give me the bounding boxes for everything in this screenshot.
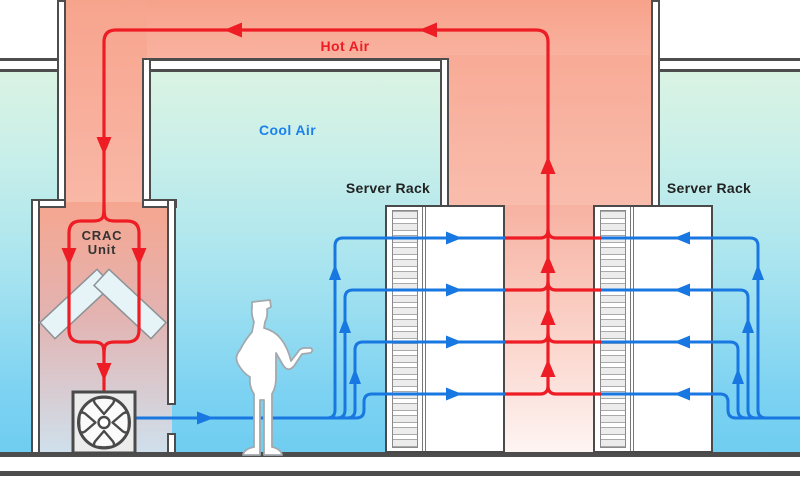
fan-icon xyxy=(71,390,137,455)
ceiling-left xyxy=(0,58,60,72)
cool-air-flow-arrows xyxy=(197,231,764,425)
server-rack-right xyxy=(593,205,713,453)
heat-exchanger-icon xyxy=(38,268,168,340)
server-rack-label-right: Server Rack xyxy=(666,180,752,196)
rack-vent-slots xyxy=(392,210,418,448)
person-silhouette xyxy=(235,299,314,456)
crac-unit-label-line1: CRAC xyxy=(81,228,123,243)
server-rack-left xyxy=(385,205,505,453)
floor-line-bottom xyxy=(0,471,800,476)
hot-air-flow-arrows xyxy=(61,22,556,381)
cool-air-label: Cool Air xyxy=(258,122,317,138)
crac-unit-label-line2: Unit xyxy=(87,242,117,257)
ceiling-right xyxy=(655,58,800,72)
server-rack-label-left: Server Rack xyxy=(345,180,431,196)
crac-shelf-right xyxy=(142,199,177,208)
rack-divider xyxy=(630,207,634,451)
crac-right-wall xyxy=(167,199,176,405)
ceiling-middle xyxy=(147,58,443,72)
crac-unit-label: CRAC Unit xyxy=(63,229,141,257)
hot-air-label: Hot Air xyxy=(320,38,370,54)
rack-divider xyxy=(422,207,426,451)
floor-line-top xyxy=(0,452,800,457)
rack-vent-slots xyxy=(600,210,626,448)
hot-air-flow-lines xyxy=(67,28,601,396)
cool-air-flow-lines xyxy=(136,236,800,420)
